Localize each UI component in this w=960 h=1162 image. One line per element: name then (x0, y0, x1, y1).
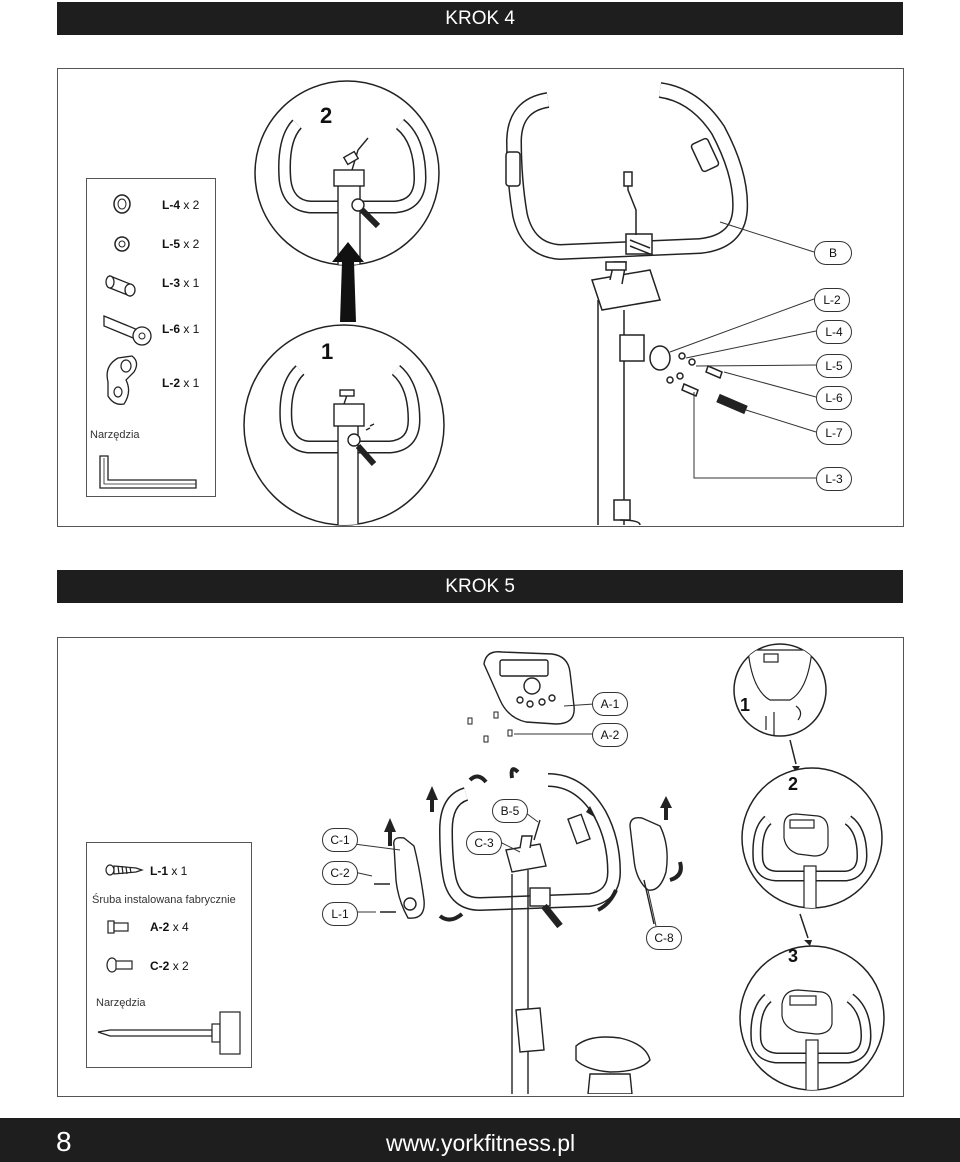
step4-header: KROK 4 (57, 2, 903, 35)
step4-detail-2-number: 2 (320, 103, 332, 128)
part-c2-label: C-2 x 2 (150, 959, 189, 973)
page-number: 8 (56, 1126, 72, 1157)
part-l6-label: L-6 x 1 (162, 322, 200, 336)
svg-text:1: 1 (321, 339, 333, 364)
bolt-c2-icon (106, 957, 133, 973)
step4-title: KROK 4 (445, 8, 515, 29)
callout-l2: L-2 (814, 288, 850, 312)
part-l3-label: L-3 x 1 (162, 276, 200, 290)
svg-text:3: 3 (788, 946, 798, 966)
step5-header: KROK 5 (57, 570, 903, 603)
screwdriver-icon (97, 1011, 241, 1055)
bolt-icon (103, 315, 152, 346)
step4-parts-box (86, 178, 216, 497)
footer-url[interactable]: www.yorkfitness.pl (386, 1130, 576, 1156)
callout-l6: L-6 (816, 386, 852, 410)
spacer-icon (105, 275, 136, 297)
factory-screw-label: Śruba instalowana fabrycznie (92, 894, 236, 906)
callout-l3: L-3 (816, 467, 852, 491)
washer-icon (113, 194, 131, 214)
callout-a1: A-1 (592, 692, 628, 716)
nut-icon (114, 236, 130, 252)
bolt-a2-icon (107, 920, 129, 934)
step5-title: KROK 5 (445, 576, 515, 597)
part-l2-label: L-2 x 1 (162, 376, 200, 390)
part-a2-label: A-2 x 4 (150, 920, 189, 934)
svg-text:1: 1 (740, 695, 750, 715)
page-footer: 8 www.yorkfitness.pl (0, 1118, 960, 1162)
callout-c8: C-8 (646, 926, 682, 950)
console-icon (483, 651, 575, 725)
part-l1-label: L-1 x 1 (150, 864, 188, 878)
callout-b: B (814, 241, 852, 265)
callout-l5: L-5 (816, 354, 852, 378)
up-arrow-icon (332, 242, 364, 322)
callout-c2: C-2 (322, 861, 358, 885)
clamp-icon (106, 355, 138, 405)
callout-c3: C-3 (466, 831, 502, 855)
step5-tools-label: Narzędzia (96, 997, 146, 1009)
part-l4-label: L-4 x 2 (162, 198, 200, 212)
callout-l1: L-1 (322, 902, 358, 926)
callout-l7: L-7 (816, 421, 852, 445)
callout-c1: C-1 (322, 828, 358, 852)
allen-key-icon (99, 455, 197, 489)
callout-b5: B-5 (492, 799, 528, 823)
svg-text:2: 2 (788, 774, 798, 794)
callout-l4: L-4 (816, 320, 852, 344)
part-l5-label: L-5 x 2 (162, 237, 200, 251)
screw-icon (105, 864, 144, 876)
callout-a2: A-2 (592, 723, 628, 747)
step4-tools-label: Narzędzia (90, 429, 140, 441)
